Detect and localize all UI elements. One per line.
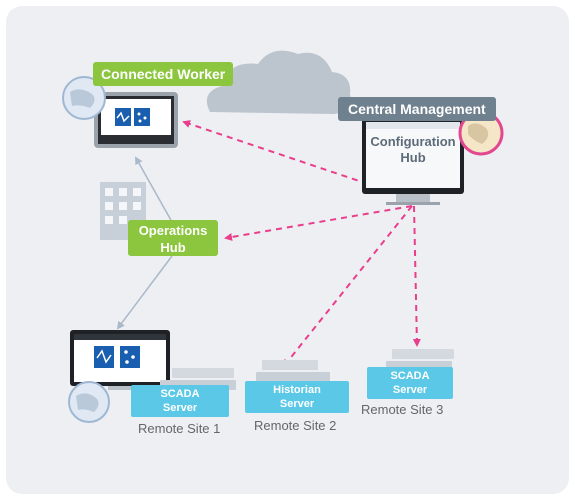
central-management-label: Central Management <box>338 97 496 121</box>
arrow-central-to-worker <box>182 120 369 185</box>
site1-monitor-icon <box>70 330 170 390</box>
tablet-icon <box>94 92 178 148</box>
arrow-central-to-ops <box>224 205 413 241</box>
monitor-icon <box>362 118 464 205</box>
arrow-central-to-historian <box>282 205 413 368</box>
arrow-ops-to-worker <box>135 156 173 223</box>
remote-site-3-label: Remote Site 3 <box>361 402 444 417</box>
server-rack-icon <box>386 349 454 369</box>
operations-hub-label: Operations Hub <box>128 220 218 256</box>
arrow-central-to-scada3 <box>412 205 421 347</box>
server-rack-icon <box>256 360 330 382</box>
configuration-hub-label: Configuration Hub <box>370 134 456 165</box>
arrow-ops-to-site1 <box>116 255 173 330</box>
remote-site-1-label: Remote Site 1 <box>138 421 221 436</box>
connected-worker-label: Connected Worker <box>93 62 234 86</box>
globe-icon <box>62 76 106 120</box>
historian-server: Historian Server <box>245 381 349 413</box>
remote-site-2-label: Remote Site 2 <box>254 418 337 433</box>
scada-server-site1: SCADA Server <box>131 385 229 417</box>
cloud-icon <box>206 50 351 114</box>
building-icon <box>100 182 146 240</box>
scada-server-site3: SCADA Server <box>367 367 453 399</box>
globe-icon <box>68 381 110 423</box>
